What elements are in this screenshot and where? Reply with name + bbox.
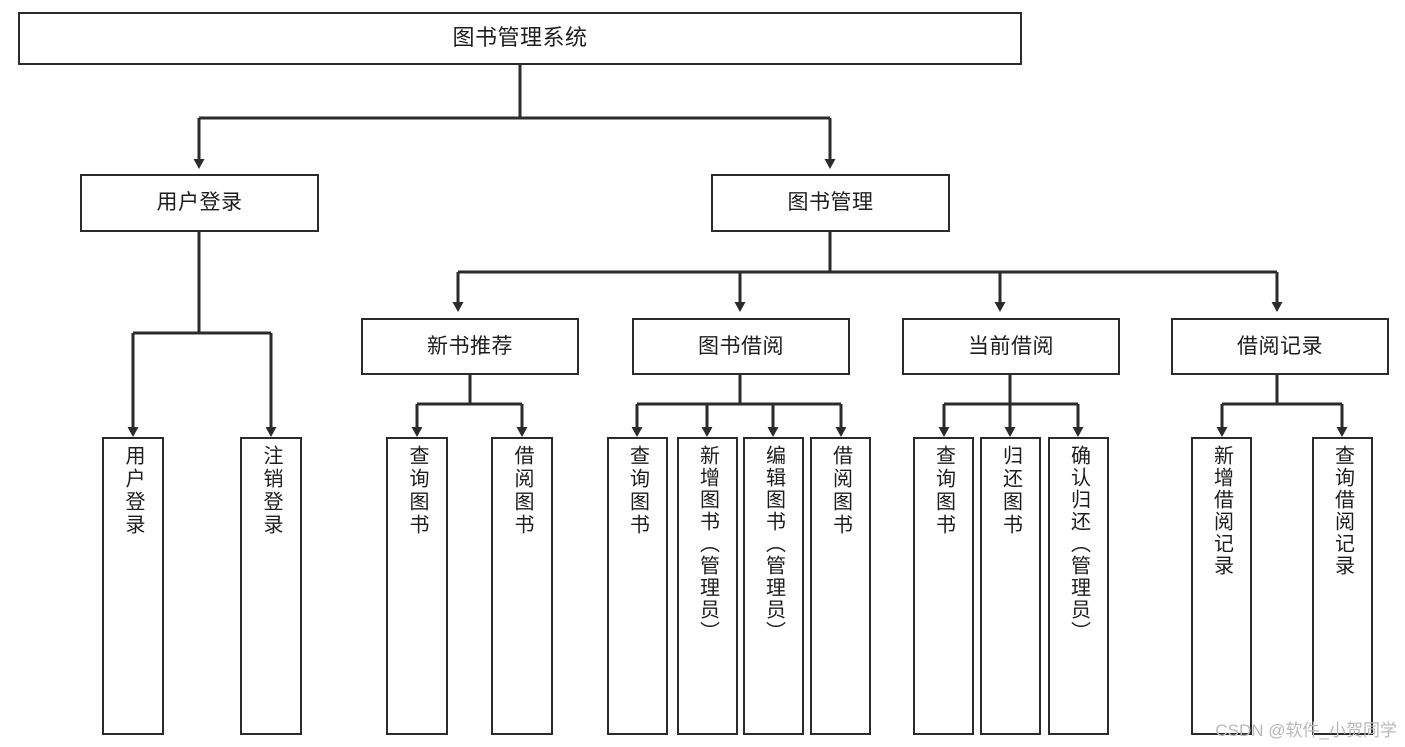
- leaf-book-borrow-edit-book-admin[interactable]: 编辑图书（管理员）: [743, 437, 804, 735]
- leaf-user-login-login[interactable]: 用户登录: [102, 437, 164, 735]
- node-label: 图书管理: [787, 191, 874, 215]
- node-label: 借阅图书: [511, 445, 533, 537]
- node-label: 当前借阅: [968, 334, 1054, 358]
- node-label: 图书管理系统: [452, 25, 588, 51]
- leaf-book-borrow-borrow-books[interactable]: 借阅图书: [810, 437, 871, 735]
- leaf-borrow-record-add-record[interactable]: 新增借阅记录: [1191, 437, 1252, 735]
- node-label: 确认归还（管理员）: [1067, 445, 1090, 643]
- node-label: 新增借阅记录: [1210, 445, 1233, 577]
- node-label: 查询借阅记录: [1331, 445, 1354, 577]
- node-label: 图书借阅: [698, 334, 784, 358]
- leaf-borrow-record-query-record[interactable]: 查询借阅记录: [1312, 437, 1373, 735]
- node-new-book-recommend[interactable]: 新书推荐: [361, 318, 579, 375]
- node-label: 编辑图书（管理员）: [762, 445, 785, 643]
- node-label: 借阅记录: [1237, 334, 1323, 358]
- node-borrow-record[interactable]: 借阅记录: [1171, 318, 1389, 375]
- node-label: 注销登录: [260, 445, 282, 537]
- node-root-book-management-system[interactable]: 图书管理系统: [18, 12, 1022, 65]
- leaf-current-borrow-query-books[interactable]: 查询图书: [913, 437, 974, 735]
- leaf-book-borrow-add-book-admin[interactable]: 新增图书（管理员）: [677, 437, 738, 735]
- leaf-current-borrow-confirm-return-admin[interactable]: 确认归还（管理员）: [1048, 437, 1109, 735]
- node-label: 查询图书: [626, 445, 649, 537]
- node-current-borrow[interactable]: 当前借阅: [902, 318, 1120, 375]
- node-label: 用户登录: [122, 445, 144, 537]
- leaf-current-borrow-return-books[interactable]: 归还图书: [980, 437, 1041, 735]
- node-label: 借阅图书: [829, 445, 852, 537]
- node-book-management[interactable]: 图书管理: [711, 174, 950, 232]
- node-label: 查询图书: [406, 445, 428, 537]
- leaf-new-book-query-books[interactable]: 查询图书: [386, 437, 448, 735]
- node-label: 用户登录: [156, 191, 243, 215]
- leaf-new-book-borrow-books[interactable]: 借阅图书: [491, 437, 553, 735]
- leaf-book-borrow-query-books[interactable]: 查询图书: [607, 437, 668, 735]
- leaf-user-login-logout[interactable]: 注销登录: [240, 437, 302, 735]
- node-label: 新增图书（管理员）: [696, 445, 719, 643]
- node-label: 查询图书: [932, 445, 955, 537]
- watermark-csdn: CSDN @软件_小贺同学: [1215, 721, 1397, 740]
- node-book-borrow[interactable]: 图书借阅: [632, 318, 850, 375]
- node-user-login[interactable]: 用户登录: [80, 174, 319, 232]
- node-label: 新书推荐: [427, 334, 513, 358]
- node-label: 归还图书: [999, 445, 1022, 537]
